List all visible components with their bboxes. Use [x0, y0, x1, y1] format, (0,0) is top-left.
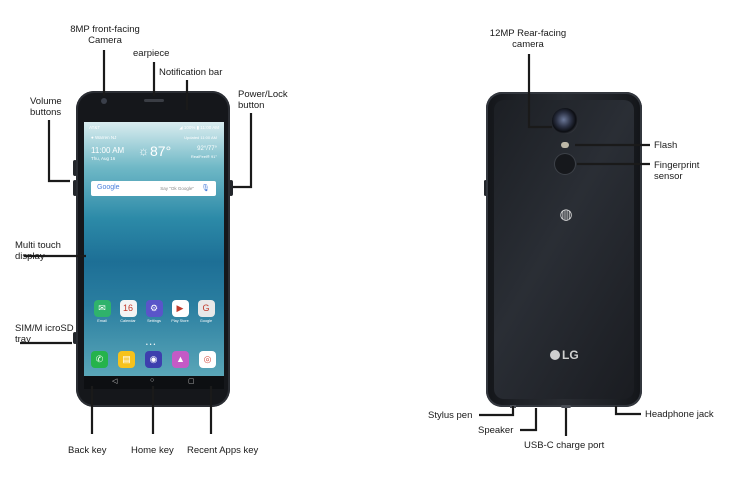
att-globe-icon: ◍ — [559, 206, 573, 223]
sun-icon: ☼ — [138, 144, 149, 158]
location-text: Warren NJ — [94, 135, 117, 140]
volume-down-button[interactable] — [73, 180, 77, 196]
bottom-port-usbc[interactable] — [561, 405, 571, 408]
label-notification-bar: Notification bar — [159, 67, 223, 78]
app-label: Google — [199, 319, 213, 323]
label-stylus: Stylus pen — [428, 410, 473, 421]
multi-touch-display[interactable]: AT&T ◢ 100% ▮ 11:00 AM ● Warren NJ Updat… — [84, 122, 224, 376]
gallery-icon[interactable]: ▲ — [172, 351, 189, 368]
location-pin-icon: ● — [91, 135, 94, 140]
label-volume-buttons: Volume buttons — [30, 96, 62, 118]
label-speaker: Speaker — [478, 425, 514, 436]
app-label: Settings — [147, 319, 161, 323]
calendar-icon: 16 — [119, 300, 137, 317]
flash-icon — [561, 142, 569, 148]
status-icons: ◢ 100% ▮ 11:00 AM — [179, 125, 219, 130]
fingerprint-sensor-icon[interactable] — [555, 154, 575, 174]
email-icon: ✉ — [93, 300, 111, 317]
back-side-button[interactable] — [484, 180, 487, 196]
label-fingerprint: Fingerprint sensor — [654, 160, 700, 182]
messages-icon[interactable]: ▤ — [118, 351, 135, 368]
power-lock-button[interactable] — [229, 180, 233, 196]
temperature: 87° — [150, 143, 172, 159]
carrier-label: AT&T — [89, 125, 101, 130]
label-power-lock: Power/Lock button — [238, 89, 288, 111]
high-low-temp: 92°/77° — [197, 146, 217, 152]
label-headphone: Headphone jack — [645, 409, 714, 420]
app-play-store[interactable]: ▶ Play Store — [167, 300, 193, 323]
updated-label: Updated 11:00 AM — [184, 135, 217, 140]
label-flash: Flash — [654, 140, 678, 151]
back-key-icon[interactable]: ◁ — [112, 378, 118, 385]
google-logo: Google — [97, 184, 120, 191]
app-label: Email — [97, 319, 107, 323]
camera-icon[interactable]: ◉ — [145, 351, 162, 368]
label-rear-camera: 12MP Rear-facing camera — [489, 28, 567, 50]
location-label: ● Warren NJ — [91, 135, 116, 140]
lg-circle-icon — [550, 350, 560, 360]
dock: ✆ ▤ ◉ ▲ ◎ — [91, 351, 217, 371]
notification-bar[interactable]: AT&T ◢ 100% ▮ 11:00 AM — [84, 125, 224, 133]
app-label: Calendar — [120, 319, 136, 323]
recent-apps-key-icon[interactable]: ▢ — [188, 378, 195, 385]
home-key-icon[interactable]: ○ — [150, 377, 155, 384]
label-multi-touch: Multi touch display — [15, 240, 61, 262]
page-indicator-dots: ••• — [146, 342, 158, 348]
app-email[interactable]: ✉ Email — [89, 300, 115, 323]
label-front-camera: 8MP front-facing Camera — [70, 24, 140, 46]
label-back-key: Back key — [68, 445, 107, 456]
label-home-key: Home key — [131, 445, 174, 456]
label-earpiece: earpiece — [133, 48, 170, 59]
app-label: Play Store — [171, 319, 189, 323]
lg-logo: LG — [550, 348, 579, 362]
google-search-bar[interactable]: Google Say "Ok Google" 🎙︎ — [91, 181, 216, 196]
earpiece-grille — [144, 99, 164, 102]
phone-icon[interactable]: ✆ — [91, 351, 108, 368]
settings-icon: ⚙ — [145, 300, 163, 317]
app-settings[interactable]: ⚙ Settings — [141, 300, 167, 323]
front-camera-lens — [101, 98, 107, 104]
chrome-icon[interactable]: ◎ — [199, 351, 216, 368]
sim-tray-slot[interactable] — [73, 332, 77, 344]
google-icon: G — [197, 300, 215, 317]
lg-brand-text: LG — [562, 348, 579, 362]
search-hint: Say "Ok Google" — [160, 186, 194, 191]
clock-date: Thu, Aug 16 — [91, 156, 116, 161]
clock-time: 11:00 AM — [91, 146, 125, 155]
app-google[interactable]: G Google — [193, 300, 219, 323]
play-store-icon: ▶ — [171, 300, 189, 317]
weather-realfeel: RealFeel® 91° — [190, 154, 217, 159]
microphone-icon[interactable]: 🎙︎ — [201, 185, 210, 192]
rear-camera-icon — [552, 108, 578, 134]
navigation-bar: ◁ ○ ▢ — [84, 376, 224, 389]
label-recent-apps: Recent Apps key — [187, 445, 259, 456]
volume-up-button[interactable] — [73, 160, 77, 176]
label-sim-tray: SIM/M icroSD tray — [15, 323, 74, 345]
label-usbc: USB-C charge port — [524, 440, 605, 451]
